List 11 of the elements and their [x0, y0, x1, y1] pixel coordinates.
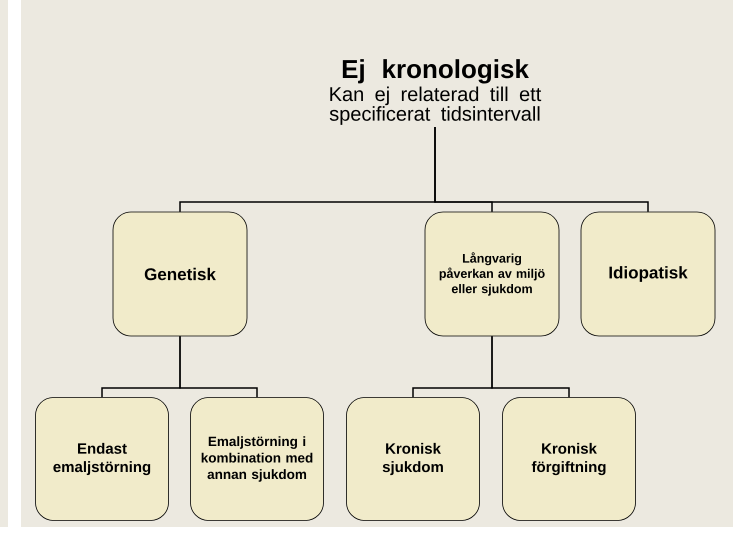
category-box: Kronisk sjukdom [346, 397, 480, 521]
heading-text: Ej kronologisk Kan ej relaterad till ett specificerat tidsintervall [330, 59, 542, 125]
connector-line [179, 336, 258, 398]
connector-line [491, 336, 570, 398]
category-box: Kronisk förgiftning [502, 397, 636, 521]
category-box: Genetisk [112, 212, 248, 336]
category-box: Emaljstörning i kombination med annan sjukdom [190, 397, 324, 521]
category-box: Idiopatisk [580, 212, 716, 336]
connector-line [434, 127, 649, 212]
category-box: Långvarig påverkan av miljö eller sjukdom [424, 212, 560, 336]
category-box: Endast emaljstörning [35, 397, 169, 521]
